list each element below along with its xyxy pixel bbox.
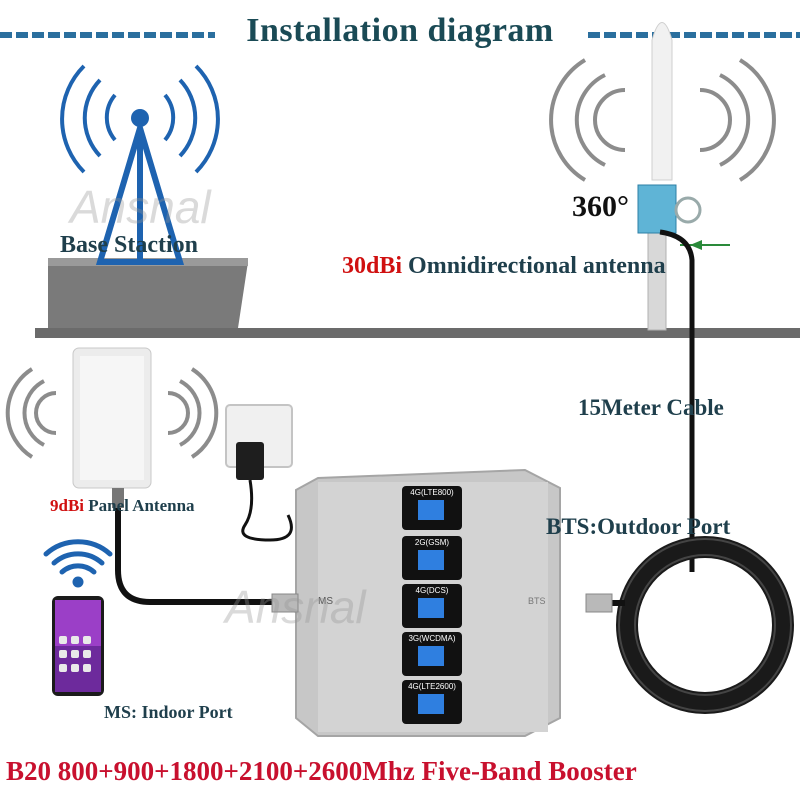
title-rule-left xyxy=(0,32,215,38)
bts-port-label: BTS:Outdoor Port xyxy=(546,514,731,539)
booster-unit xyxy=(271,468,613,737)
watermark: Ansnal xyxy=(70,181,211,233)
angle-label: 360° xyxy=(572,190,629,223)
omni-antenna xyxy=(549,22,776,331)
cable-coil xyxy=(616,536,794,714)
base-station-label: Base Staction xyxy=(60,232,198,258)
phone xyxy=(52,596,104,696)
wifi-icon xyxy=(43,539,113,588)
panel-gain: 9dBi xyxy=(50,496,85,515)
band-label: 4G(DCS) xyxy=(415,586,449,595)
product-footer: B20 800+900+1800+2100+2600Mhz Five-Band … xyxy=(6,756,637,786)
panel-antenna xyxy=(5,347,219,508)
booster-ms-port-label: MS xyxy=(318,596,333,607)
roof-line xyxy=(35,328,800,338)
omni-gain: 30dBi xyxy=(342,253,403,279)
diagram-title: Installation diagram xyxy=(246,12,554,49)
panel-name: Panel Antenna xyxy=(88,496,195,515)
indoor-cable xyxy=(115,508,272,605)
panel-antenna-label: 9dBi Panel Antenna xyxy=(50,496,195,516)
cable-label: 15Meter Cable xyxy=(578,395,724,420)
band-label: 3G(WCDMA) xyxy=(408,634,456,643)
power-adapter xyxy=(225,404,293,542)
omni-antenna-label: 30dBi Omnidirectional antenna xyxy=(342,253,666,280)
outdoor-cable xyxy=(659,229,695,572)
watermark: Ansnal xyxy=(225,581,366,633)
band-label: 4G(LTE2600) xyxy=(408,682,456,691)
band-label: 4G(LTE800) xyxy=(410,488,454,497)
ms-port-label: MS: Indoor Port xyxy=(104,702,233,722)
base-station xyxy=(48,64,248,328)
band-label: 2G(GSM) xyxy=(414,538,450,547)
booster-bts-port-label: BTS xyxy=(528,596,546,606)
omni-name: Omnidirectional antenna xyxy=(408,253,666,279)
title-rule-right xyxy=(588,32,800,38)
